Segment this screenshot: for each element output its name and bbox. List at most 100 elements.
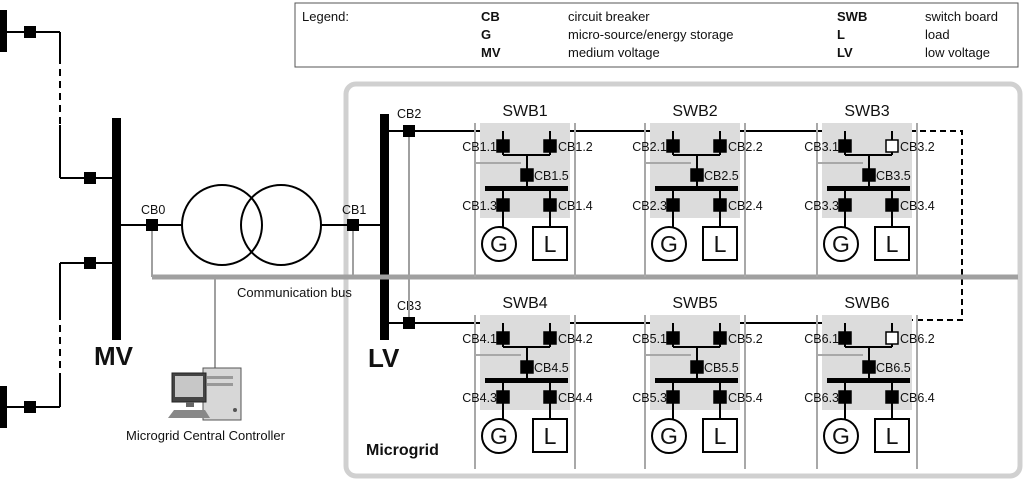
transformer (181, 184, 322, 266)
legend-desc: micro-source/energy storage (568, 27, 733, 42)
breaker (690, 360, 704, 374)
generator-symbol (481, 418, 517, 454)
breaker (885, 198, 899, 212)
lv-busbar (380, 114, 389, 340)
breaker-open (885, 139, 899, 153)
breaker-label: CB6.1 (804, 332, 839, 346)
legend-desc: medium voltage (568, 45, 660, 60)
breaker (838, 390, 852, 404)
load-symbol (532, 226, 568, 261)
breaker (543, 139, 557, 153)
breaker-label: CB5.4 (728, 391, 763, 405)
load-label: L (714, 423, 727, 449)
lv-bus-label: LV (368, 343, 400, 373)
controller-computer-icon (168, 367, 242, 421)
breaker-label: CB0 (141, 203, 165, 217)
breaker (713, 390, 727, 404)
mv-busbar (112, 118, 121, 340)
mv-bus-label: MV (94, 341, 134, 371)
swb-busbar (485, 378, 568, 383)
legend-desc: load (925, 27, 950, 42)
microgrid-label: Microgrid (366, 442, 439, 459)
legend-abbr: LV (837, 45, 853, 60)
breaker-label: CB2.3 (632, 199, 667, 213)
breaker (666, 331, 680, 345)
breaker (713, 331, 727, 345)
breaker-label: CB5.5 (704, 361, 739, 375)
generator-label: G (660, 423, 678, 449)
breaker (666, 198, 680, 212)
breaker (496, 331, 510, 345)
swb-busbar (655, 378, 738, 383)
generator-label: G (490, 423, 508, 449)
breaker (496, 139, 510, 153)
swb-title: SWB1 (502, 103, 547, 120)
breaker-cb0 (146, 219, 158, 231)
breaker-label: CB1.4 (558, 199, 593, 213)
breaker-label: CB3.3 (804, 199, 839, 213)
communication-bus-label: Communication bus (237, 285, 352, 300)
generator-label: G (832, 423, 850, 449)
swb-busbar (827, 186, 910, 191)
legend-desc: switch board (925, 9, 998, 24)
breaker-label: CB2.5 (704, 169, 739, 183)
breaker (885, 390, 899, 404)
swb-title: SWB3 (844, 103, 889, 120)
load-label: L (886, 423, 899, 449)
legend-abbr: L (837, 27, 845, 42)
breaker (666, 139, 680, 153)
breaker-label: CB1.5 (534, 169, 569, 183)
breaker-label: CB4.4 (558, 391, 593, 405)
breaker-cb1 (347, 219, 359, 231)
swb-busbar (485, 186, 568, 191)
breaker-label: CB2 (397, 107, 421, 121)
legend-abbr: MV (481, 45, 501, 60)
legend-abbr: CB (481, 9, 500, 24)
breaker (543, 390, 557, 404)
breaker (24, 26, 36, 38)
swb-title: SWB2 (672, 103, 717, 120)
breaker (690, 168, 704, 182)
breaker (838, 331, 852, 345)
breaker-open (885, 331, 899, 345)
breaker (520, 168, 534, 182)
breaker (862, 360, 876, 374)
breaker-label: CB1.3 (462, 199, 497, 213)
swb-title: SWB5 (672, 295, 717, 312)
breaker-label: CB5.1 (632, 332, 667, 346)
load-label: L (886, 231, 899, 257)
breaker (713, 198, 727, 212)
load-label: L (714, 231, 727, 257)
swb-busbar (827, 378, 910, 383)
breaker-label: CB3.2 (900, 140, 935, 154)
breaker-label: CB1 (342, 203, 366, 217)
breaker (84, 172, 96, 184)
swb-title: SWB6 (844, 295, 889, 312)
breaker-label: CB4.5 (534, 361, 569, 375)
legend-desc: circuit breaker (568, 9, 650, 24)
load-symbol (702, 226, 738, 261)
breaker (24, 401, 36, 413)
breaker-label: CB6.5 (876, 361, 911, 375)
load-symbol (874, 418, 910, 453)
breaker-label: CB4.3 (462, 391, 497, 405)
breaker (520, 360, 534, 374)
breaker (543, 331, 557, 345)
generator-label: G (490, 231, 508, 257)
legend-heading: Legend: (302, 9, 349, 24)
generator-label: G (660, 231, 678, 257)
breaker-label: CB3.4 (900, 199, 935, 213)
legend-abbr: SWB (837, 9, 867, 24)
controller-label: Microgrid Central Controller (126, 428, 286, 443)
communication-bus (151, 137, 1018, 372)
legend: Legend: CB circuit breaker G micro-sourc… (294, 2, 1019, 68)
load-symbol (702, 418, 738, 453)
breaker-label: CB3.1 (804, 140, 839, 154)
breaker-cb3 (403, 317, 415, 329)
